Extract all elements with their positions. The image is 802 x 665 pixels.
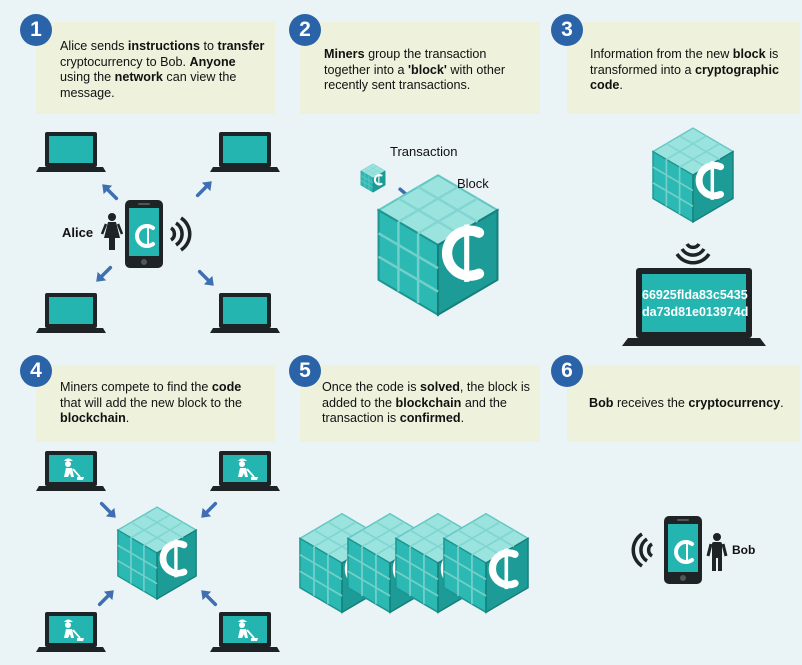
laptop-icon xyxy=(36,293,106,333)
smartphone-crypto-icon xyxy=(662,514,704,586)
panel-5 xyxy=(300,365,540,442)
step-4-number: 4 xyxy=(20,355,52,387)
laptop-icon xyxy=(36,132,106,172)
step4-laptop-topright xyxy=(210,451,280,491)
alice-label: Alice xyxy=(62,225,94,240)
transaction-label: Transaction xyxy=(390,144,458,159)
step-4-text: Miners compete to find the code that wil… xyxy=(60,380,243,425)
panel-2 xyxy=(300,22,540,114)
blockchain xyxy=(300,514,528,613)
step1-laptop-topleft xyxy=(36,132,106,172)
panel-1 xyxy=(36,22,275,114)
block-label: Block xyxy=(457,176,489,191)
panel-4 xyxy=(36,365,275,442)
step-2-text: Miners group the transaction together in… xyxy=(324,47,506,92)
panel-3 xyxy=(567,22,800,114)
step4-laptop-topleft xyxy=(36,451,106,491)
smartphone-crypto-icon xyxy=(123,198,165,270)
step-6-text: Bob receives the cryptocurrency. xyxy=(589,396,784,410)
step-1-number: 1 xyxy=(20,14,52,46)
step-3-text: Information from the new block is transf… xyxy=(590,47,779,92)
step4-laptop-bottomleft xyxy=(36,612,106,652)
laptop-icon xyxy=(210,132,280,172)
step-6-number: 6 xyxy=(551,355,583,387)
step1-laptop-bottomright xyxy=(210,293,280,333)
step-3-number: 3 xyxy=(551,14,583,46)
step4-laptop-bottomright xyxy=(210,612,280,652)
panel-6 xyxy=(567,365,800,442)
laptop-icon xyxy=(210,293,280,333)
bob-label: Bob xyxy=(732,543,756,557)
crypto-code-line-2: da73d81e013974d xyxy=(642,305,749,319)
step-5-text: Once the code is solved, the block is ad… xyxy=(322,380,530,425)
step1-laptop-bottomleft xyxy=(36,293,106,333)
crypto-code-line-1: 66925flda83c5435 xyxy=(642,288,748,302)
step1-laptop-topright xyxy=(210,132,280,172)
step-2-number: 2 xyxy=(289,14,321,46)
code-laptop xyxy=(622,268,766,346)
step-5-number: 5 xyxy=(289,355,321,387)
step-1-text: Alice sends instructions to transfer cry… xyxy=(60,39,265,100)
